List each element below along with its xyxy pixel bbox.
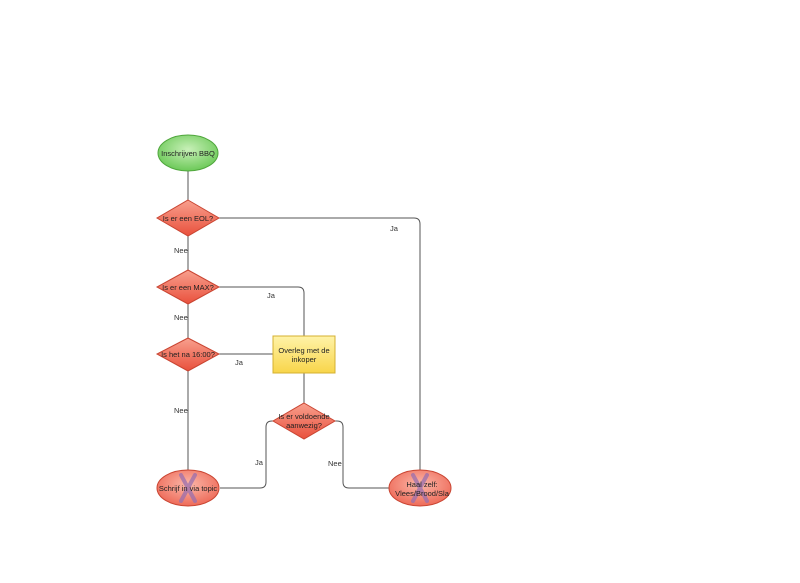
edge-label-time-nee: Nee [174, 406, 188, 415]
start-node[interactable] [157, 134, 219, 172]
end-node-topic[interactable] [156, 469, 220, 507]
cross-icon [179, 473, 197, 503]
decision-max-label: Is er een MAX? [162, 282, 214, 292]
edge-max-consult [219, 286, 305, 336]
end-node-topic-label: Schrijf in via topic [158, 483, 218, 493]
decision-enough[interactable] [272, 402, 336, 440]
decision-time[interactable] [155, 337, 221, 372]
edge-label-max-ja: Ja [267, 291, 275, 300]
start-node-label: Inschrijven BBQ [161, 148, 215, 158]
cross-icon [411, 473, 429, 503]
edge-eol-self [219, 217, 421, 472]
end-node-self[interactable] [388, 469, 452, 507]
connectors [187, 171, 421, 489]
decision-time-label: Is het na 16:00? [161, 349, 215, 359]
edge-label-time-ja: Ja [235, 358, 243, 367]
edge-label-max-nee: Nee [174, 313, 188, 322]
decision-eol[interactable] [156, 199, 220, 237]
edge-label-eol-ja: Ja [390, 224, 398, 233]
process-consult[interactable] [272, 335, 336, 374]
process-consult-label: Overleg met de inkoper [278, 345, 330, 364]
decision-eol-label: Is er een EOL? [162, 213, 214, 223]
edge-label-eol-nee: Nee [174, 246, 188, 255]
edge-enough-topic [220, 420, 274, 489]
decision-enough-label: Is er voldoende aanwezig? [278, 412, 330, 430]
edge-label-enough-nee: Nee [328, 459, 342, 468]
edge-label-enough-ja: Ja [255, 458, 263, 467]
edge-enough-self [335, 420, 391, 489]
end-node-self-label: Haal zelf: Vlees/Brood/Sla [395, 480, 449, 498]
decision-max[interactable] [155, 269, 221, 305]
